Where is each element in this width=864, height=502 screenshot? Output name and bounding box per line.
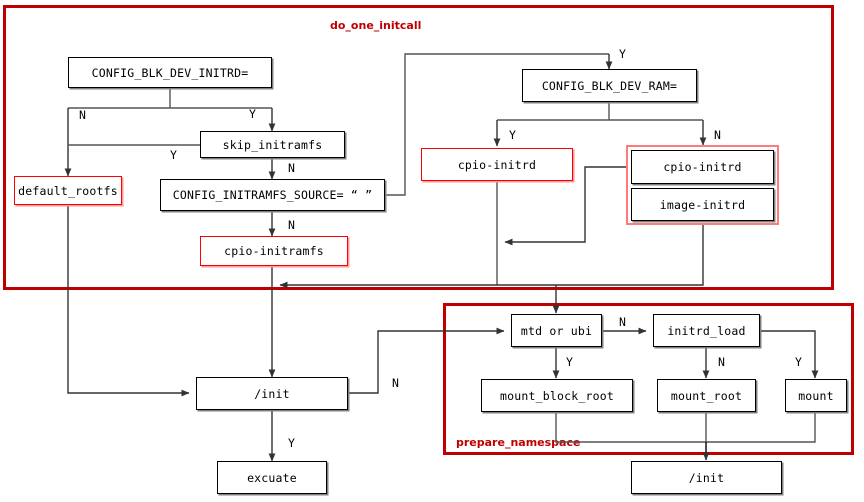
node-image-initrd[interactable]: image-initrd: [631, 188, 774, 221]
node-label: initrd_load: [667, 323, 746, 338]
node-label: cpio-initrd: [457, 157, 537, 172]
node-default-rootfs[interactable]: default_rootfs: [14, 176, 122, 205]
edge-label-source-no: N: [288, 218, 295, 232]
node-label: mount: [798, 388, 834, 403]
edge-label-initrd-no: N: [79, 108, 86, 122]
edge-label-ram-yes: Y: [619, 47, 626, 61]
node-label: /init: [254, 386, 290, 401]
edge-label-skip-yes: Y: [170, 148, 177, 162]
group-label-do-one-initcall: do_one_initcall: [330, 19, 422, 32]
edge-label-initrd-yes: Y: [249, 107, 256, 121]
edge-label-mtd-no: N: [619, 315, 626, 329]
node-label: mount_root: [670, 388, 743, 403]
node-init-bottom[interactable]: /init: [631, 461, 782, 494]
node-skip-initramfs[interactable]: skip_initramfs: [200, 131, 345, 158]
node-cpio-initramfs[interactable]: cpio-initramfs: [200, 236, 348, 266]
node-label: CONFIG_INITRAMFS_SOURCE= “ ”: [172, 188, 373, 202]
node-label: mtd or ubi: [520, 323, 593, 338]
node-mount-block-root[interactable]: mount_block_root: [481, 379, 633, 412]
node-mtd-or-ubi[interactable]: mtd or ubi: [511, 314, 602, 347]
node-label: excuate: [247, 470, 297, 485]
node-label: default_rootfs: [18, 183, 118, 198]
node-config-blk-dev-ram[interactable]: CONFIG_BLK_DEV_RAM=: [522, 69, 697, 102]
edge-label-initrdload-yes: Y: [795, 355, 802, 369]
node-excuate[interactable]: excuate: [217, 461, 327, 494]
node-cpio-initrd-right[interactable]: cpio-initrd: [631, 150, 774, 184]
edge-label-skip-no: N: [288, 161, 295, 175]
node-cpio-initrd-left[interactable]: cpio-initrd: [421, 148, 573, 181]
node-mount[interactable]: mount: [785, 379, 847, 412]
edge-label-init-yes: Y: [288, 436, 295, 450]
edge-label-init-no: N: [392, 376, 399, 390]
group-label-prepare-namespace: prepare_namespace: [456, 436, 581, 449]
node-label: cpio-initrd: [663, 160, 742, 174]
node-init-main[interactable]: /init: [196, 377, 348, 410]
node-label: /init: [688, 470, 725, 485]
node-label: skip_initramfs: [222, 137, 323, 152]
edge-label-ram-branch-no: N: [714, 128, 721, 142]
edge-label-ram-branch-yes: Y: [509, 128, 516, 142]
node-label: image-initrd: [659, 197, 746, 212]
node-config-blk-dev-initrd[interactable]: CONFIG_BLK_DEV_INITRD=: [68, 57, 272, 88]
edge-label-mtd-yes: Y: [566, 355, 573, 369]
node-label: CONFIG_BLK_DEV_INITRD=: [91, 65, 249, 80]
node-label: mount_block_root: [500, 388, 614, 403]
edge-label-initrdload-no: N: [718, 355, 725, 369]
node-initrd-load[interactable]: initrd_load: [653, 314, 760, 347]
node-mount-root[interactable]: mount_root: [657, 379, 756, 412]
group-do-one-initcall: [3, 5, 834, 290]
node-label: CONFIG_BLK_DEV_RAM=: [541, 78, 678, 93]
node-config-initramfs-source[interactable]: CONFIG_INITRAMFS_SOURCE= “ ”: [160, 179, 385, 211]
node-label: cpio-initramfs: [224, 244, 324, 258]
